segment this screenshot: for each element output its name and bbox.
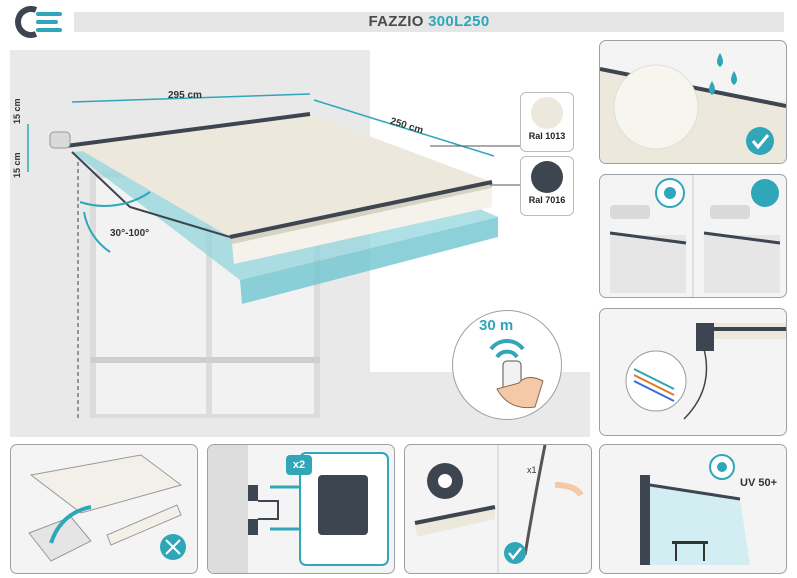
swatch-ral-7016-chip xyxy=(531,161,563,193)
checkmark-icon xyxy=(504,542,526,564)
brand-name: FAZZIO xyxy=(368,13,424,30)
swatch-ral-1013: Ral 1013 xyxy=(520,92,574,152)
brackets-illustration xyxy=(208,445,389,573)
installation-illustration xyxy=(28,454,186,562)
gear-lightning-icon xyxy=(427,463,463,499)
brackets-count-badge: x2 xyxy=(286,455,312,475)
bracket-top-label: 15 cm xyxy=(12,98,22,124)
wireless-signal-icon xyxy=(489,339,525,359)
remote-range-label: 30 m xyxy=(479,317,514,334)
uv-rating-label: UV 50+ xyxy=(740,477,777,489)
swatch-ral-7016-label: Ral 7016 xyxy=(528,195,566,205)
checkmark-icon xyxy=(746,127,774,155)
panel-waterproof xyxy=(599,40,787,164)
remote-control-feature: 30 m xyxy=(452,310,562,420)
title-bar: FAZZIO 300L250 xyxy=(74,12,784,32)
uv-illustration xyxy=(640,454,750,565)
panel-wiring xyxy=(599,308,787,436)
bracket-bottom-label: 15 cm xyxy=(12,152,22,178)
wiring-illustration xyxy=(625,323,786,420)
panel-uv-protection: UV 50+ xyxy=(599,444,787,574)
width-dimension-label: 295 cm xyxy=(168,90,202,101)
panel-manual-crank: x1 xyxy=(404,444,592,574)
sun-icon xyxy=(655,178,685,208)
sun-wind-illustration xyxy=(609,175,781,297)
panel-sun-wind-sensor xyxy=(599,174,787,298)
crank-count-label: x1 xyxy=(527,465,537,475)
water-drops-icon xyxy=(709,53,737,95)
swatch-ral-7016: Ral 7016 xyxy=(520,156,574,216)
panel-installation xyxy=(10,444,198,574)
tools-icon xyxy=(160,534,186,560)
wind-icon xyxy=(751,179,779,207)
page-title: FAZZIO 300L250 xyxy=(74,12,784,32)
angle-label: 30°-100° xyxy=(110,228,150,239)
sun-icon xyxy=(709,454,735,480)
swatch-ral-1013-chip xyxy=(531,97,563,129)
brand-logo xyxy=(15,6,62,38)
remote-illustration xyxy=(489,339,544,409)
waterproof-illustration xyxy=(600,53,786,163)
swatch-ral-1013-label: Ral 1013 xyxy=(528,131,566,141)
panel-brackets: x2 xyxy=(207,444,395,574)
hero-illustration xyxy=(10,50,590,437)
model-name: 300L250 xyxy=(428,13,490,30)
crank-illustration xyxy=(414,445,584,573)
